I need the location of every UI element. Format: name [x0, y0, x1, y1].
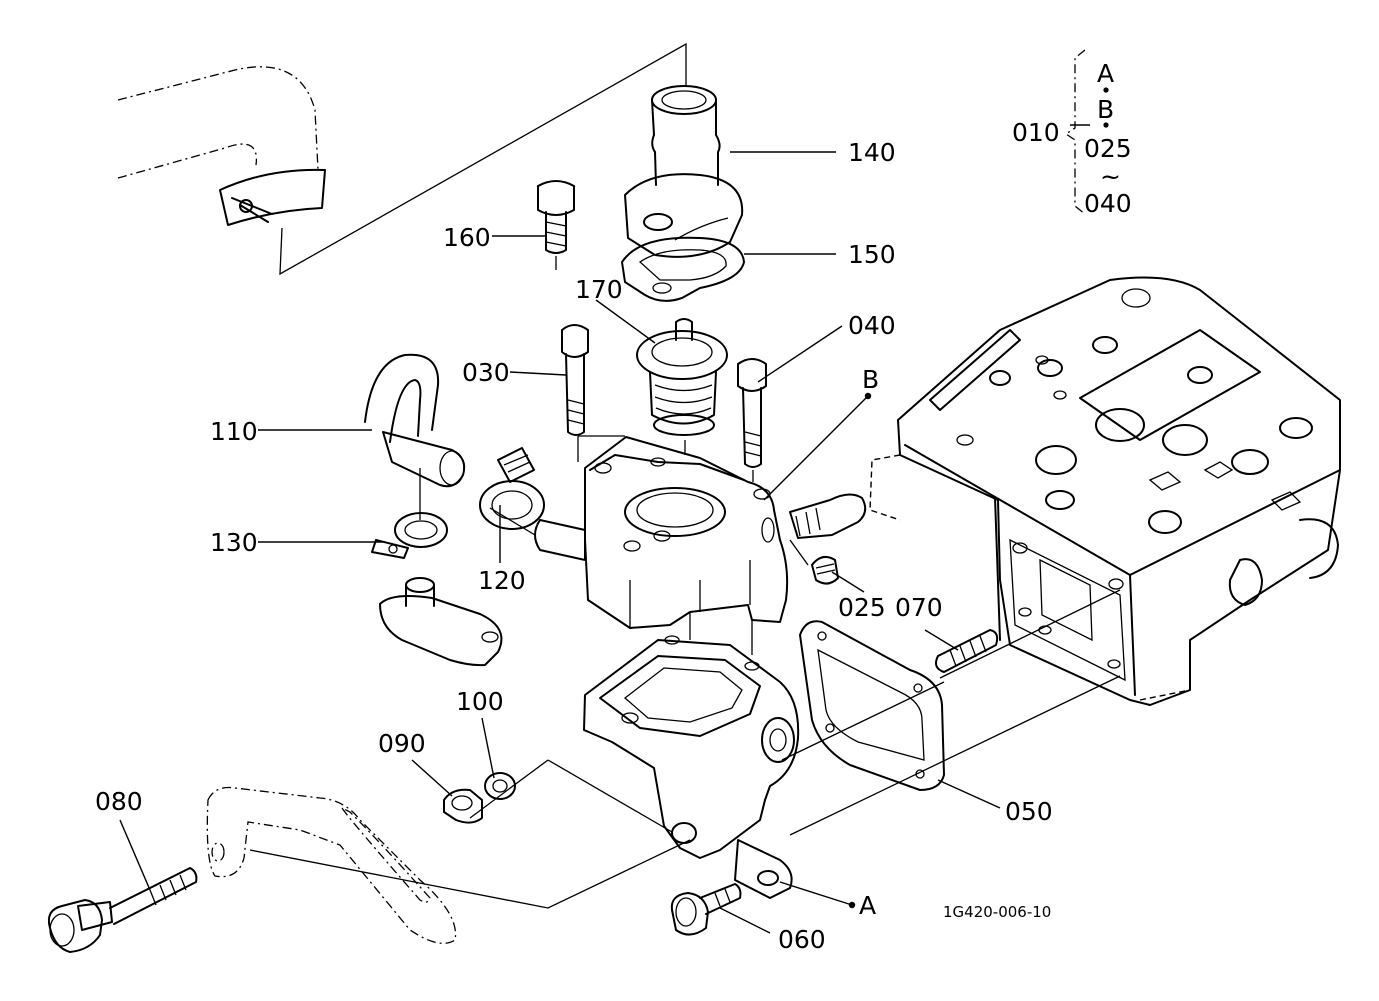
- pump-housing: [583, 635, 800, 899]
- label-070: 070: [895, 593, 943, 622]
- gasket-150: [621, 236, 745, 302]
- dummy-flange: [379, 577, 503, 667]
- upper-hose-context: [117, 42, 687, 276]
- figure-code: 1G420-006-10: [943, 903, 1051, 921]
- label-025: 025: [838, 593, 886, 622]
- stud-070: [935, 629, 999, 673]
- ref-label-a: A: [859, 891, 876, 920]
- label-110: 110: [210, 417, 258, 446]
- kit-range-end: 040: [1084, 189, 1132, 218]
- kit-range-tilde: ~: [1100, 162, 1121, 191]
- assembly-lines: [489, 435, 1121, 836]
- label-010: 010: [1012, 118, 1060, 147]
- thermostat-housing: [534, 436, 789, 629]
- label-090: 090: [378, 729, 426, 758]
- fittings-025: [789, 493, 867, 585]
- label-150: 150: [848, 240, 896, 269]
- kit-label-b: B: [1097, 95, 1114, 124]
- nut-090: [443, 788, 483, 824]
- kit-range-start: 025: [1084, 134, 1132, 163]
- washer-100: [484, 772, 516, 800]
- thermostat-170: [636, 318, 728, 436]
- clamp-130: [371, 512, 448, 559]
- alternator-bracket-context: [206, 759, 691, 944]
- label-030: 030: [462, 358, 510, 387]
- label-060: 060: [778, 925, 826, 954]
- label-050: 050: [1005, 797, 1053, 826]
- label-140: 140: [848, 138, 896, 167]
- bolt-080: [47, 867, 198, 953]
- cylinder-head-context: [869, 276, 1341, 706]
- ref-b-dot: [864, 392, 872, 400]
- gasket-050: [799, 620, 945, 791]
- ref-label-b: B: [862, 365, 879, 394]
- leader-lines: [119, 124, 1090, 934]
- bypass-hose-110: [364, 353, 466, 520]
- clamp-120: [479, 447, 545, 530]
- bolt-160: [537, 180, 575, 270]
- water-flange-140: [624, 85, 744, 258]
- label-170: 170: [575, 275, 623, 304]
- label-120: 120: [478, 566, 526, 595]
- bolt-030: [561, 324, 589, 436]
- label-080: 080: [95, 787, 143, 816]
- label-100: 100: [456, 687, 504, 716]
- label-040: 040: [848, 311, 896, 340]
- label-160: 160: [443, 223, 491, 252]
- kit-label-a: A: [1097, 59, 1114, 88]
- label-130: 130: [210, 528, 258, 557]
- bolt-060: [670, 883, 742, 936]
- ref-a-dot: [848, 901, 856, 909]
- bolt-040: [737, 358, 767, 468]
- kit-bracket: [1064, 49, 1109, 215]
